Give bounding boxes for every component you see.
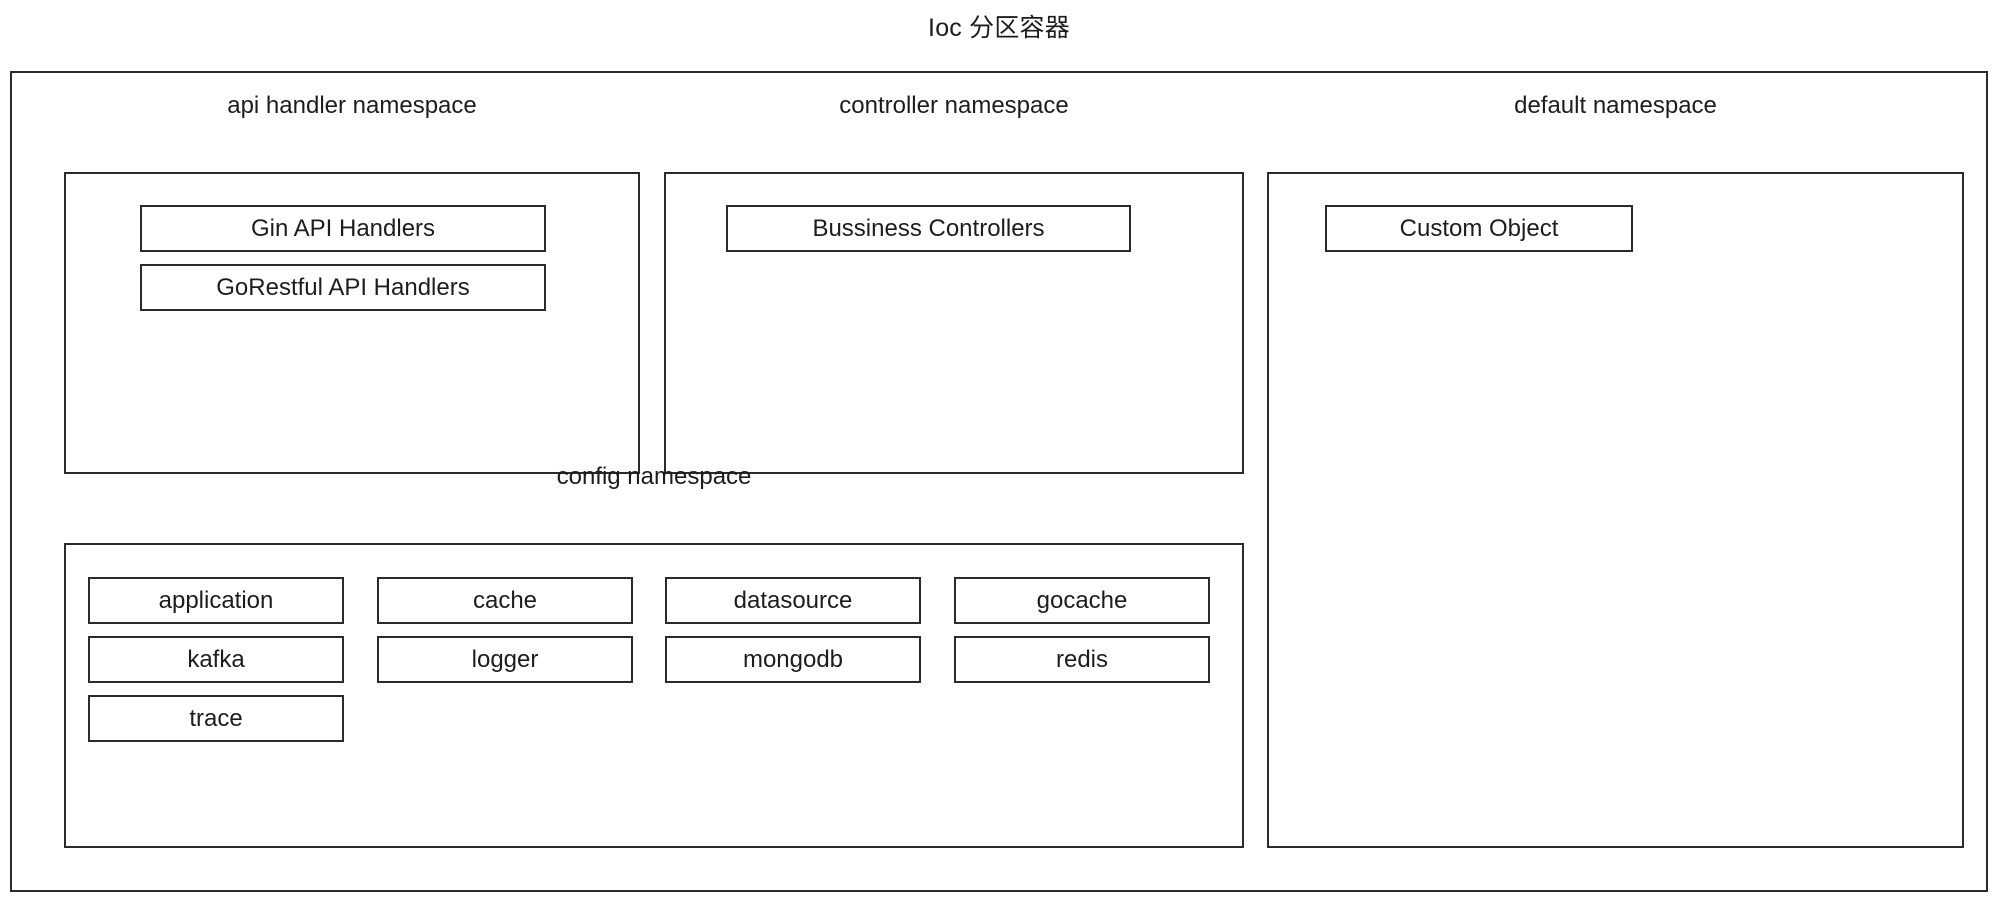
namespace-label-config: config namespace xyxy=(556,463,752,490)
namespace-label-default: default namespace xyxy=(1514,92,1717,119)
component-gocache[interactable]: gocache xyxy=(954,577,1210,624)
namespace-panel-config: application cache datasource gocache kaf… xyxy=(64,543,1244,848)
component-logger[interactable]: logger xyxy=(377,636,633,683)
component-datasource[interactable]: datasource xyxy=(665,577,921,624)
namespace-label-controller: controller namespace xyxy=(839,92,1069,119)
namespace-panel-default: Custom Object xyxy=(1267,172,1964,848)
component-mongodb[interactable]: mongodb xyxy=(665,636,921,683)
namespace-label-api-handler: api handler namespace xyxy=(227,92,477,119)
component-gin-api-handlers[interactable]: Gin API Handlers xyxy=(140,205,546,252)
component-cache[interactable]: cache xyxy=(377,577,633,624)
component-gorestful-api-handlers[interactable]: GoRestful API Handlers xyxy=(140,264,546,311)
ioc-container: api handler namespace Gin API Handlers G… xyxy=(10,71,1988,892)
namespace-panel-controller: Bussiness Controllers xyxy=(664,172,1244,474)
component-application[interactable]: application xyxy=(88,577,344,624)
component-custom-object[interactable]: Custom Object xyxy=(1325,205,1633,252)
diagram-title: Ioc 分区容器 xyxy=(928,14,1070,42)
component-kafka[interactable]: kafka xyxy=(88,636,344,683)
component-redis[interactable]: redis xyxy=(954,636,1210,683)
component-trace[interactable]: trace xyxy=(88,695,344,742)
component-bussiness-controllers[interactable]: Bussiness Controllers xyxy=(726,205,1131,252)
namespace-panel-api-handler: Gin API Handlers GoRestful API Handlers xyxy=(64,172,640,474)
